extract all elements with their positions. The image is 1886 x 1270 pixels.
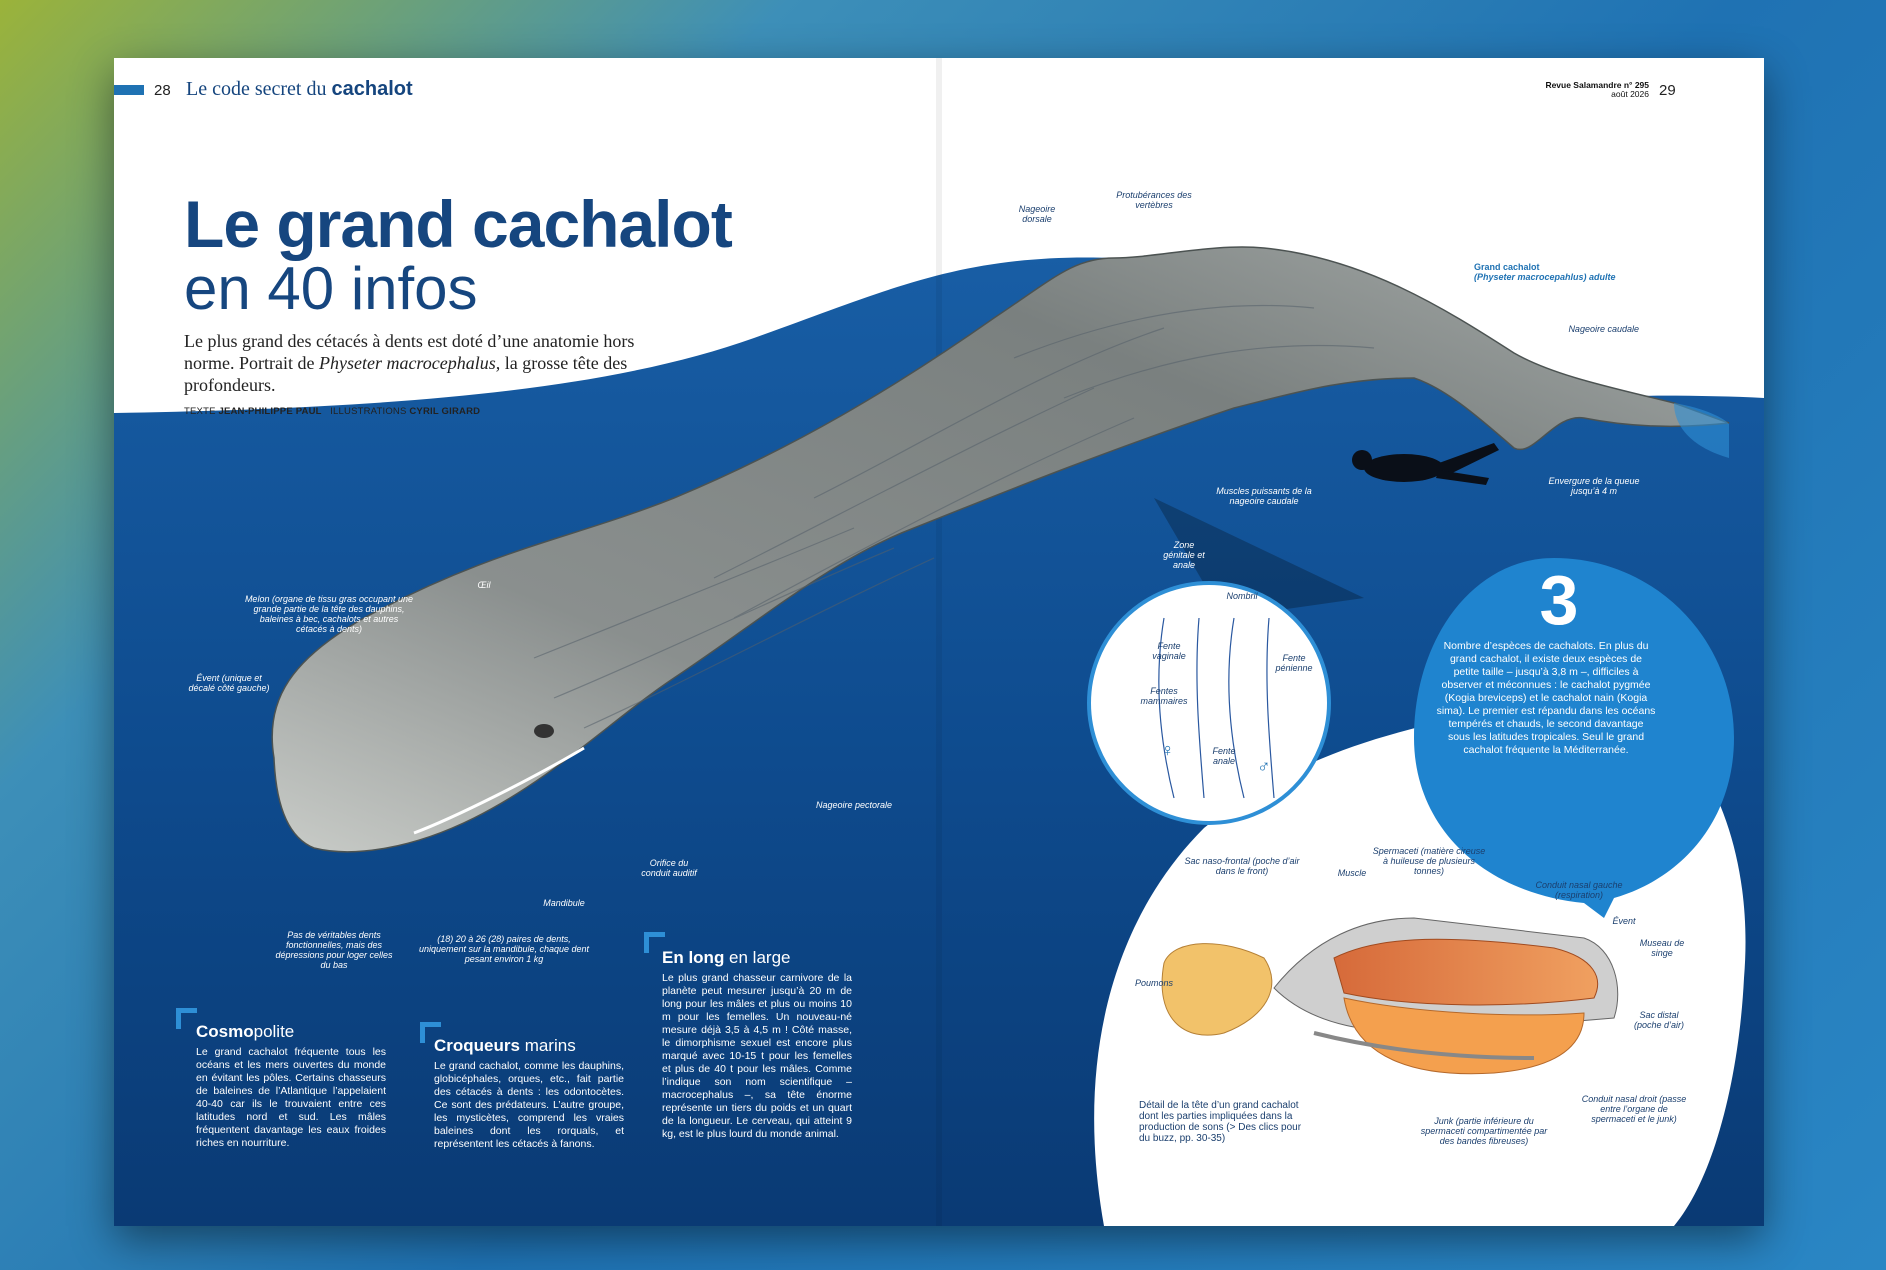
label-dents: (18) 20 à 26 (28) paires de dents, uniqu… — [418, 934, 590, 964]
label-museau: Museau de singe — [1639, 938, 1685, 958]
lead-part2: la grosse tête des profondeurs. — [184, 353, 628, 395]
enlong-heading-rest: en large — [724, 948, 791, 967]
label-protuberances: Protubérances des vertèbres — [1116, 190, 1192, 210]
label-mandibule: Mandibule — [543, 898, 585, 908]
label-muscles: Muscles puissants de la nageoire caudale — [1216, 486, 1312, 506]
magazine-date: août 2026 — [1611, 89, 1649, 99]
page-fold — [936, 58, 942, 1226]
article-title: Le grand cachalot — [184, 187, 733, 261]
label-conduit-droit: Conduit nasal droit (passe entre l’organ… — [1581, 1094, 1687, 1124]
croqueurs-body: Le grand cachalot, comme les dauphins, g… — [434, 1060, 624, 1150]
label-adulte-name: Grand cachalot — [1474, 262, 1540, 272]
genital-sketch — [1158, 617, 1275, 799]
label-dorsale: Nageoire dorsale — [1018, 204, 1056, 224]
cosmo-heading-bold: Cosmo — [196, 1022, 254, 1041]
whale-wrinkles — [533, 304, 1375, 729]
credits-text-label: TEXTE — [184, 406, 219, 417]
croqueurs-heading-rest: marins — [519, 1036, 576, 1055]
cosmo-heading-rest: polite — [253, 1022, 295, 1041]
label-poumons: Poumons — [1134, 978, 1174, 988]
label-sac-distal: Sac distal (poche d’air) — [1633, 1010, 1685, 1030]
right-page: Revue Salamandre n° 295 août 2026 29 Nag… — [939, 58, 1764, 1226]
credits: TEXTE JEAN-PHILIPPE PAUL ILLUSTRATIONS C… — [184, 406, 480, 417]
label-fente-penienne: Fente pénienne — [1275, 653, 1313, 673]
lead-part1: Le plus grand des cétacés à dents est do… — [184, 331, 635, 373]
spread-background — [114, 58, 1764, 1226]
label-fentes-mammaires: Fentes mammaires — [1140, 686, 1188, 706]
label-melon: Melon (organe de tissu gras occupant une… — [244, 594, 414, 634]
enlong-bracket — [644, 932, 665, 953]
label-nombril: Nombril — [1226, 591, 1258, 601]
label-fente-vaginale: Fente vaginale — [1152, 641, 1186, 661]
croqueurs-heading: Croqueurs marins — [434, 1036, 576, 1056]
credits-illus-label: ILLUSTRATIONS — [330, 406, 410, 417]
label-oeil: Œil — [477, 580, 491, 590]
magazine-header: Revue Salamandre n° 295 août 2026 — [1529, 81, 1649, 99]
article-subtitle: en 40 infos — [184, 255, 478, 322]
label-fente-anale: Fente anale — [1212, 746, 1236, 766]
label-caudale: Nageoire caudale — [1568, 324, 1639, 334]
label-adulte: Grand cachalot (Physeter macrocepahlus) … — [1474, 262, 1644, 282]
label-muscle: Muscle — [1337, 868, 1367, 878]
label-spermaceti: Spermaceti (matière cireuse à huileuse d… — [1372, 846, 1486, 876]
left-page-number: 28 — [154, 82, 171, 99]
label-event-head: Évent — [1612, 916, 1636, 926]
head-anatomy-illustration — [1161, 917, 1619, 1075]
running-title-prefix: Le code secret du — [186, 78, 332, 100]
info-bubble — [1414, 558, 1734, 918]
female-symbol: ♀ — [1161, 740, 1175, 760]
label-adulte-latin: (Physeter macrocepahlus) adulte — [1474, 272, 1616, 282]
bubble-text: Nombre d’espèces de cachalots. En plus d… — [1436, 640, 1656, 756]
croqueurs-bracket — [420, 1022, 441, 1043]
water-surface-band — [1674, 403, 1729, 458]
magazine-name: Revue Salamandre n° 295 — [1545, 80, 1649, 90]
lead-species: Physeter macrocephalus, — [318, 353, 501, 373]
label-pectorale: Nageoire pectorale — [815, 800, 893, 810]
croqueurs-heading-bold: Croqueurs — [434, 1036, 520, 1055]
bubble-number: 3 — [1539, 561, 1579, 639]
male-symbol: ♂ — [1257, 756, 1271, 776]
whale-eye — [534, 724, 554, 738]
label-sac-naso: Sac naso-frontal (poche d’air dans le fr… — [1184, 856, 1300, 876]
cosmo-body: Le grand cachalot fréquente tous les océ… — [196, 1046, 386, 1149]
label-dents-fonctionnelles: Pas de véritables dents fonctionnelles, … — [275, 930, 393, 970]
label-envergure: Envergure de la queue jusqu’à 4 m — [1548, 476, 1640, 496]
label-junk: Junk (partie inférieure du spermaceti co… — [1420, 1116, 1548, 1146]
credits-text-author: JEAN-PHILIPPE PAUL — [218, 406, 322, 417]
label-zone-genitale: Zone génitale et anale — [1163, 540, 1205, 570]
credits-illus-author: CYRIL GIRARD — [409, 406, 481, 417]
label-event: Évent (unique et décalé côté gauche) — [188, 673, 270, 693]
article-lead: Le plus grand des cétacés à dents est do… — [184, 330, 684, 396]
running-title-bold: cachalot — [331, 78, 413, 100]
whale-teeth — [413, 746, 585, 835]
running-title: Le code secret du cachalot — [186, 78, 413, 101]
enlong-body: Le plus grand chasseur carnivore de la p… — [662, 972, 852, 1140]
diver-silhouette — [1352, 443, 1499, 485]
label-orifice: Orifice du conduit auditif — [641, 858, 697, 878]
enlong-heading: En long en large — [662, 948, 791, 968]
header-bar — [114, 85, 144, 95]
whale-illustration — [271, 246, 1730, 853]
head-caption: Détail de la tête d’un grand cachalot do… — [1139, 1100, 1302, 1144]
magazine-spread: 28 Le code secret du cachalot Le grand c… — [114, 58, 1764, 1226]
enlong-heading-bold: En long — [662, 948, 725, 967]
genital-detail-circle — [1087, 581, 1331, 825]
cosmo-bracket — [176, 1008, 197, 1029]
left-page: 28 Le code secret du cachalot Le grand c… — [114, 58, 939, 1226]
right-page-number: 29 — [1659, 82, 1676, 99]
cosmo-heading: Cosmopolite — [196, 1022, 294, 1042]
label-conduit-gauche: Conduit nasal gauche (respiration) — [1535, 880, 1623, 900]
